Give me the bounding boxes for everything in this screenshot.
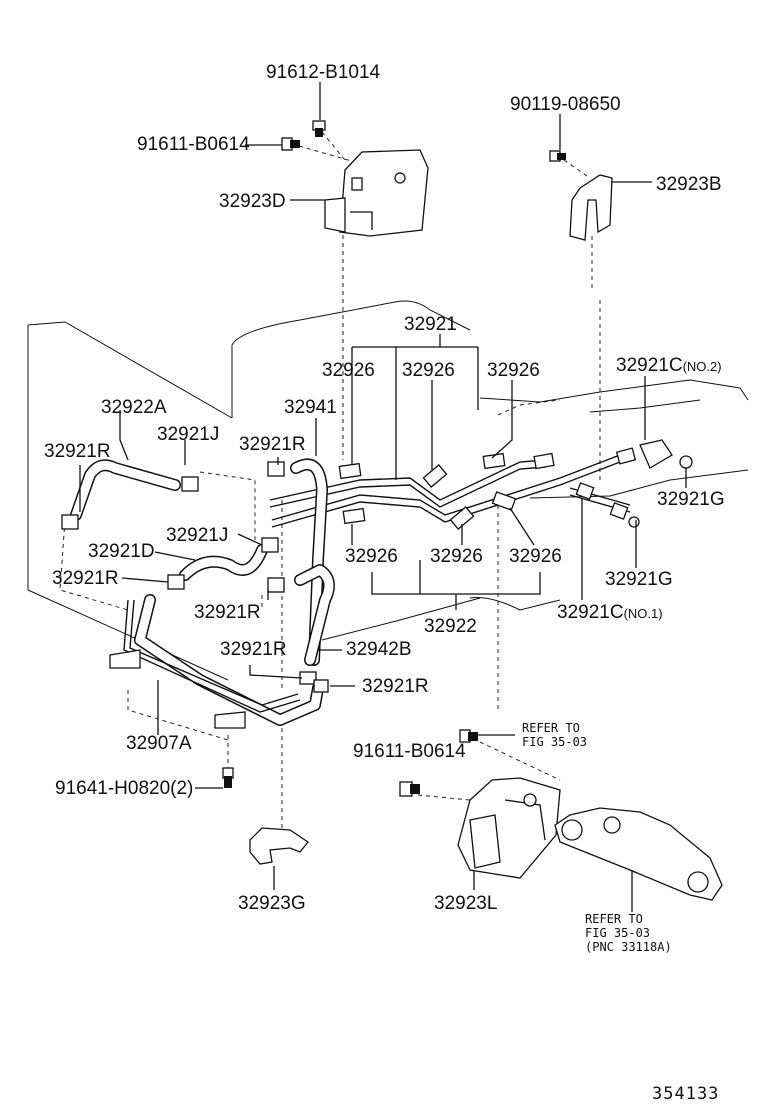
label-32923g: 32923G bbox=[238, 893, 306, 914]
figure-id: 354133 bbox=[652, 1084, 719, 1104]
label-32921c-no2-code: 32921C bbox=[616, 355, 683, 376]
clamps-32926 bbox=[338, 452, 517, 530]
label-32921j-mid: 32921J bbox=[166, 525, 228, 546]
label-32921d: 32921D bbox=[88, 541, 155, 562]
part-labels: 91612-B1014 91611-B0614 32923D 90119-086… bbox=[44, 62, 725, 1104]
label-32941: 32941 bbox=[284, 397, 337, 418]
label-32926-b: 32926 bbox=[402, 360, 455, 381]
bolt-91612-icon bbox=[312, 120, 326, 137]
dashed-leaders bbox=[59, 131, 601, 830]
label-32921c-no2: 32921C(NO.2) bbox=[616, 355, 722, 376]
label-32921g-top: 32921G bbox=[657, 489, 725, 510]
label-32923b: 32923B bbox=[656, 174, 722, 195]
fitting-nuts bbox=[533, 439, 693, 528]
label-leaders bbox=[79, 82, 687, 912]
label-32942b: 32942B bbox=[346, 639, 412, 660]
label-32921c-no1-code: 32921C bbox=[557, 602, 624, 623]
hoses bbox=[70, 458, 335, 726]
label-32921r-mid2: 32921R bbox=[194, 602, 261, 623]
label-refer-bottom-1: REFER TO bbox=[585, 912, 643, 926]
label-32926-f: 32926 bbox=[509, 546, 562, 567]
bracket-32923b-icon bbox=[569, 174, 613, 241]
label-32921r-mid: 32921R bbox=[239, 434, 306, 455]
bolt-91641-icon bbox=[222, 767, 234, 788]
engine-bracket-icon bbox=[554, 807, 723, 901]
label-refer-bottom-2: FIG 35-03 bbox=[585, 926, 650, 940]
bolt-91611-top-icon bbox=[281, 137, 300, 151]
label-32921r-left: 32921R bbox=[44, 441, 111, 462]
label-32922: 32922 bbox=[424, 616, 477, 637]
label-32921c-no1-note: (NO.1) bbox=[624, 606, 663, 621]
label-91612-b1014: 91612-B1014 bbox=[266, 62, 381, 83]
label-32923l: 32923L bbox=[434, 893, 497, 914]
label-32923d: 32923D bbox=[219, 191, 286, 212]
clips bbox=[61, 461, 329, 693]
label-90119-08650: 90119-08650 bbox=[510, 94, 621, 115]
label-32921r-left2: 32921R bbox=[52, 568, 119, 589]
clamp-32923g-icon bbox=[249, 827, 309, 865]
bolt-90119-icon bbox=[549, 150, 566, 162]
label-32926-a: 32926 bbox=[322, 360, 375, 381]
bracket-32923d-icon bbox=[324, 149, 429, 237]
label-32921: 32921 bbox=[404, 314, 457, 335]
tube-32907a bbox=[109, 599, 301, 729]
label-32921j-top: 32921J bbox=[157, 424, 219, 445]
bolt-91611-mid-icon bbox=[399, 781, 420, 797]
bracket-32923l-icon bbox=[457, 777, 561, 879]
label-refer-top-2: FIG 35-03 bbox=[522, 735, 587, 749]
label-32926-e: 32926 bbox=[430, 546, 483, 567]
label-91641-h0820: 91641-H0820(2) bbox=[55, 778, 193, 799]
label-32921r-low: 32921R bbox=[220, 639, 287, 660]
label-refer-bottom-3: (PNC 33118A) bbox=[585, 940, 672, 954]
label-32922a: 32922A bbox=[101, 397, 167, 418]
label-32926-c: 32926 bbox=[487, 360, 540, 381]
bolt-refer-top-icon bbox=[459, 729, 478, 743]
label-91611-b0614-top: 91611-B0614 bbox=[137, 134, 250, 155]
label-32921c-no2-note: (NO.2) bbox=[683, 359, 722, 374]
label-32921r-right: 32921R bbox=[362, 676, 429, 697]
label-91611-b0614-mid: 91611-B0614 bbox=[353, 741, 466, 762]
label-32921c-no1: 32921C(NO.1) bbox=[557, 602, 663, 623]
label-32921g-bottom: 32921G bbox=[605, 569, 673, 590]
label-32907a: 32907A bbox=[126, 733, 192, 754]
label-32926-d: 32926 bbox=[345, 546, 398, 567]
label-refer-top-1: REFER TO bbox=[522, 721, 580, 735]
